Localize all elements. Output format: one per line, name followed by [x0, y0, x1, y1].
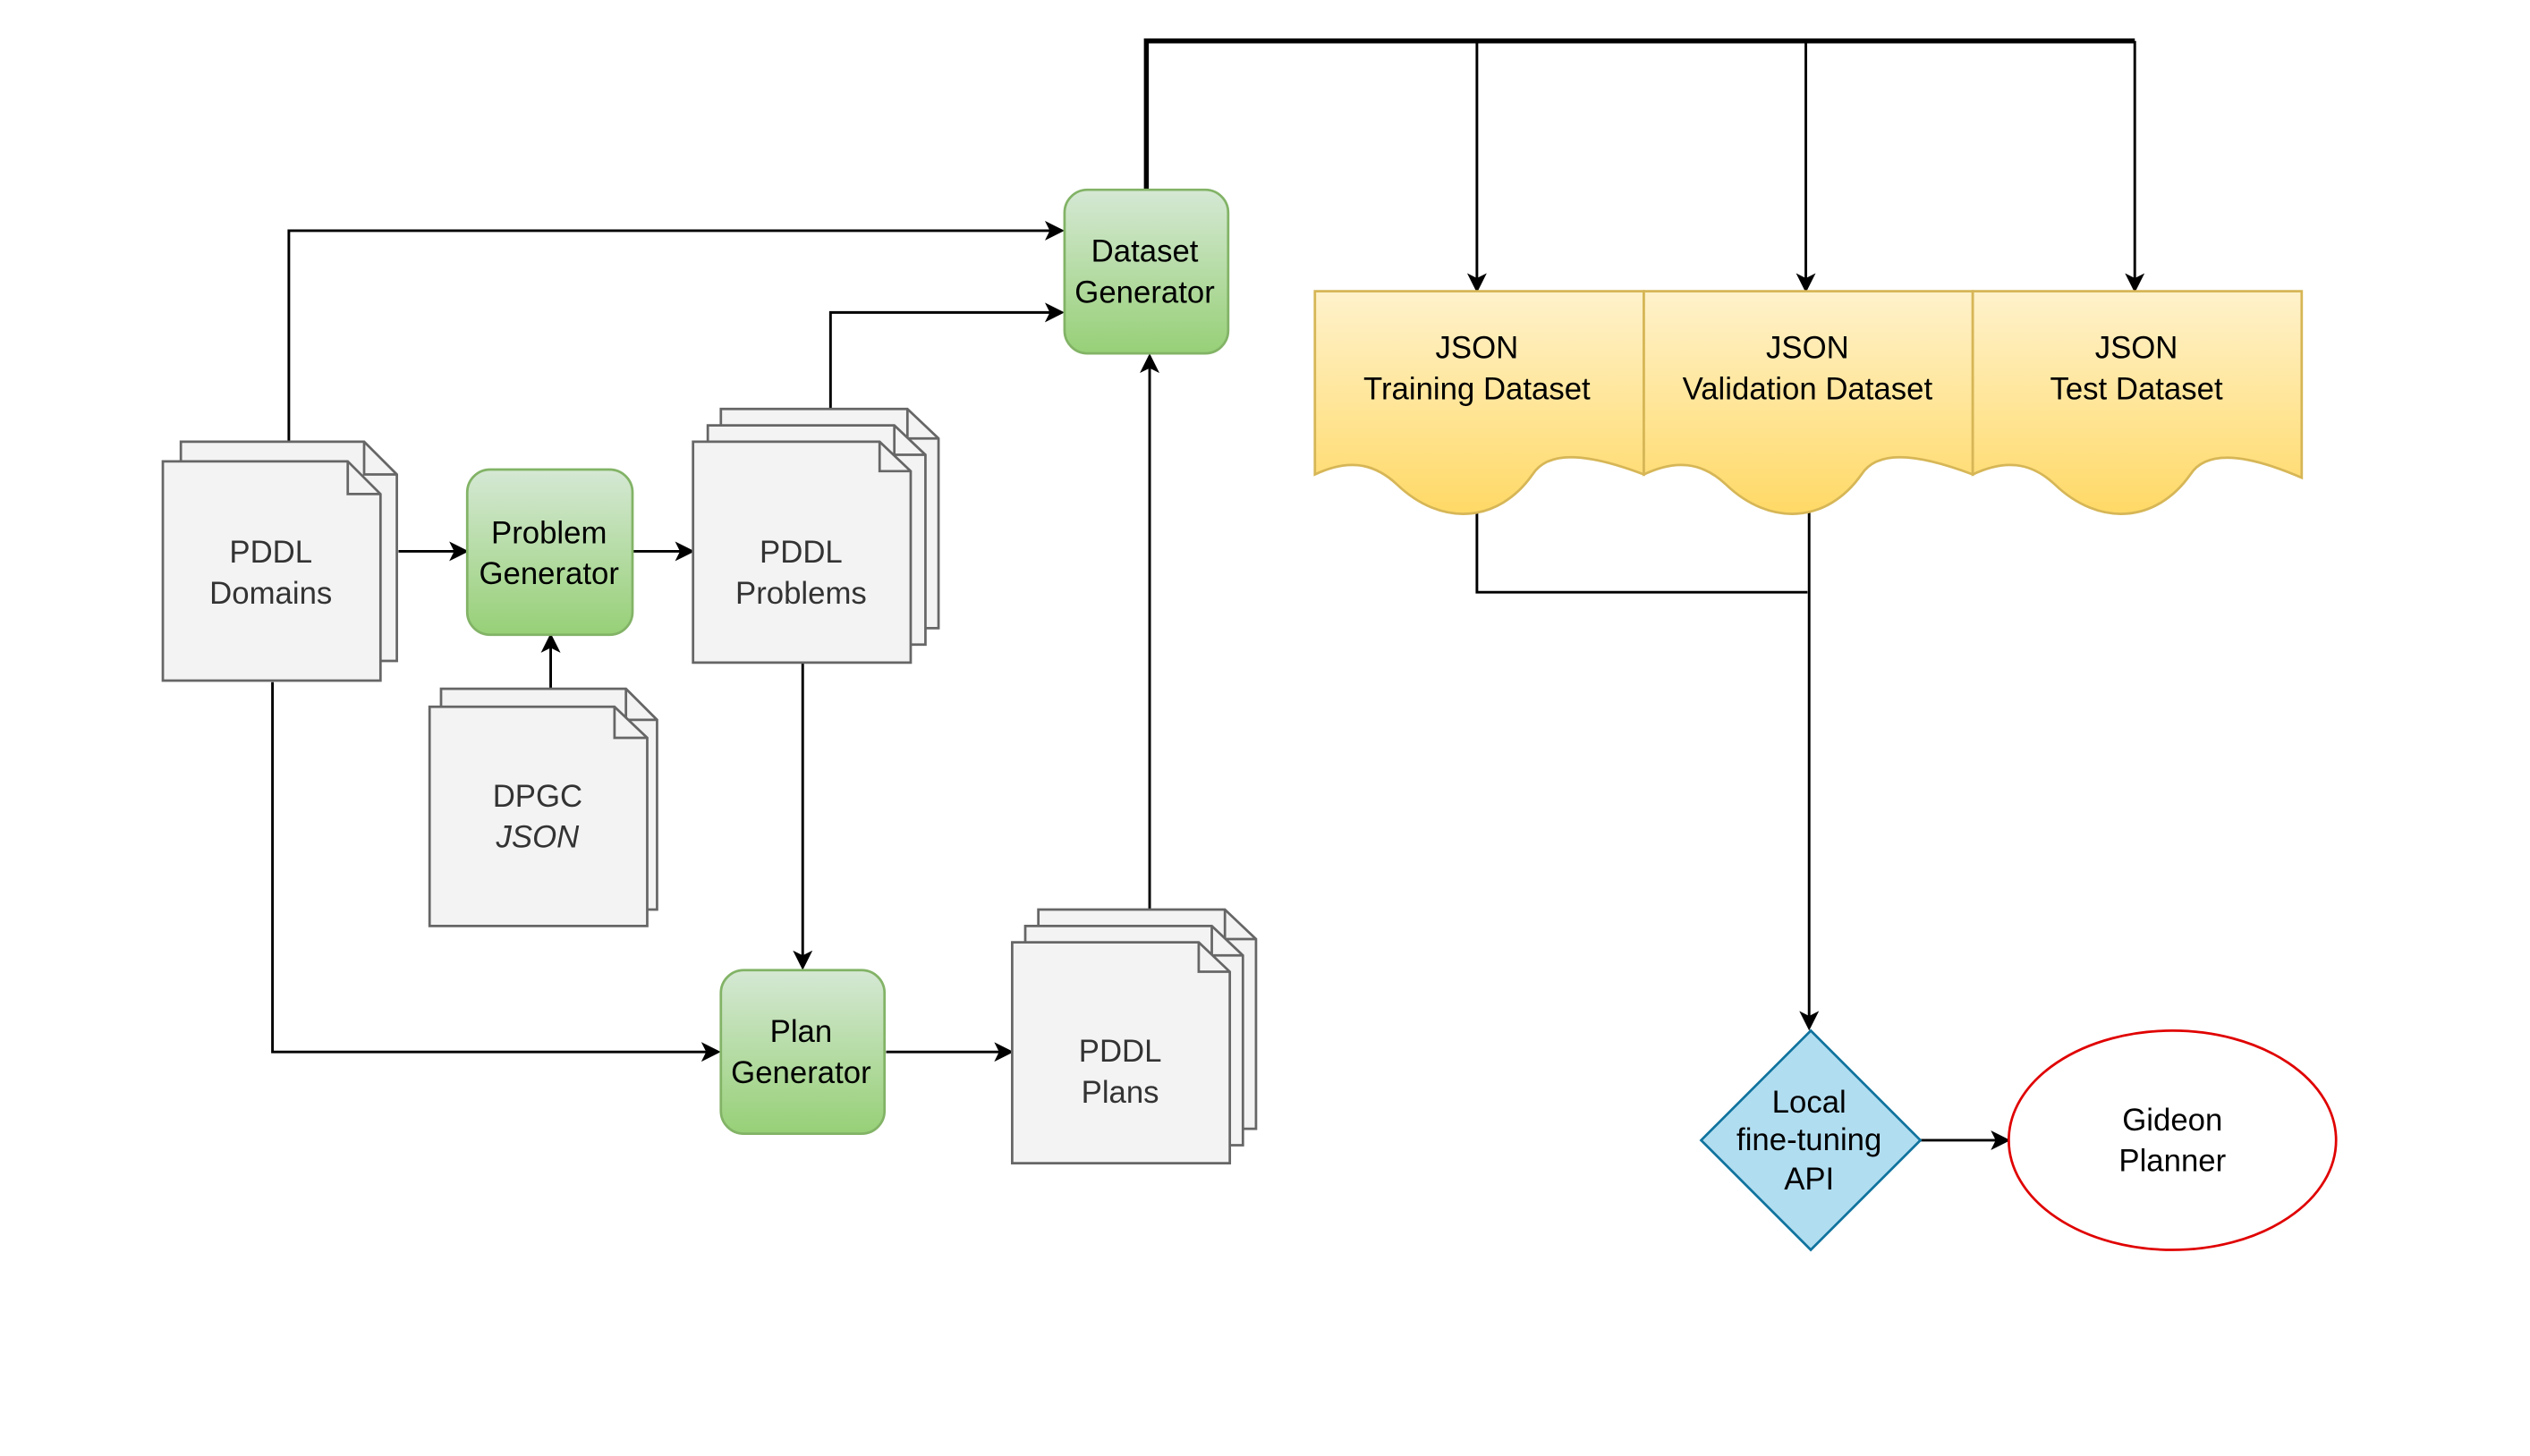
- problem-generator-label-2: Generator: [479, 557, 618, 591]
- finetuning-label-1: Local: [1772, 1086, 1847, 1120]
- pddl-plans-node[interactable]: PDDL Plans: [1011, 908, 1258, 1164]
- edge-domains-to-plan-generator: [271, 681, 721, 1062]
- problem-generator-node[interactable]: Problem Generator: [465, 468, 634, 637]
- pddl-plans-label-1: PDDL: [1079, 1035, 1162, 1069]
- validation-dataset-node[interactable]: JSON Validation Dataset: [1643, 290, 1974, 515]
- finetuning-label-2: fine-tuning: [1736, 1123, 1881, 1157]
- validation-dataset-label-2: Validation Dataset: [1683, 372, 1933, 406]
- document-stack-shape: [161, 440, 398, 682]
- plan-generator-node[interactable]: Plan Generator: [719, 969, 887, 1136]
- document-stack-shape: [1011, 908, 1258, 1164]
- local-finetuning-api-node[interactable]: Local fine-tuning API: [1699, 1029, 1923, 1252]
- test-dataset-label-2: Test Dataset: [2050, 372, 2222, 406]
- dataset-generator-node[interactable]: Dataset Generator: [1063, 188, 1230, 355]
- dataset-generator-label-1: Dataset: [1091, 235, 1199, 269]
- edge-domains-to-dataset-generator: [287, 220, 1065, 442]
- pddl-problems-label-1: PDDL: [760, 536, 843, 570]
- pddl-problems-node[interactable]: PDDL Problems: [692, 407, 940, 665]
- edges: [271, 38, 2145, 1150]
- tape-shape: [1643, 290, 1974, 515]
- ellipse-shape: [2008, 1029, 2338, 1251]
- dpgc-json-node[interactable]: DPGC JSON: [428, 687, 658, 927]
- dataset-generator-label-2: Generator: [1074, 275, 1214, 309]
- dpgc-json-label-2: JSON: [496, 821, 581, 855]
- gideon-planner-node[interactable]: Gideon Planner: [2008, 1029, 2338, 1251]
- edge-dataset-generator-bus: [1143, 38, 2135, 190]
- process-box: [465, 468, 634, 637]
- gideon-planner-label-1: Gideon: [2122, 1104, 2222, 1138]
- training-dataset-label-1: JSON: [1436, 332, 1519, 366]
- diamond-shape: [1699, 1029, 1923, 1252]
- pddl-domains-node[interactable]: PDDL Domains: [161, 440, 398, 682]
- pddl-domains-label-2: Domains: [209, 577, 332, 611]
- training-dataset-node[interactable]: JSON Training Dataset: [1313, 290, 1645, 515]
- tape-shape: [1971, 290, 2304, 515]
- validation-dataset-label-1: JSON: [1766, 332, 1849, 366]
- finetuning-label-3: API: [1784, 1163, 1834, 1197]
- problem-generator-label-1: Problem: [491, 516, 607, 550]
- process-box: [1063, 188, 1230, 355]
- pddl-plans-label-2: Plans: [1082, 1076, 1159, 1110]
- gideon-planner-label-2: Planner: [2118, 1145, 2226, 1179]
- plan-generator-label-2: Generator: [731, 1056, 870, 1090]
- plan-generator-label-1: Plan: [770, 1015, 833, 1049]
- pddl-domains-label-1: PDDL: [229, 536, 312, 570]
- training-dataset-label-2: Training Dataset: [1363, 372, 1591, 406]
- tape-shape: [1313, 290, 1645, 515]
- test-dataset-label-1: JSON: [2095, 332, 2178, 366]
- edge-problems-to-dataset-generator: [828, 302, 1065, 410]
- process-box: [719, 969, 887, 1136]
- pddl-problems-label-2: Problems: [735, 577, 867, 611]
- edge-training-to-finetuning: [1475, 482, 1808, 594]
- document-stack-shape: [428, 687, 658, 927]
- test-dataset-node[interactable]: JSON Test Dataset: [1971, 290, 2304, 515]
- dpgc-json-label-1: DPGC: [493, 780, 582, 814]
- document-stack-shape: [692, 407, 940, 665]
